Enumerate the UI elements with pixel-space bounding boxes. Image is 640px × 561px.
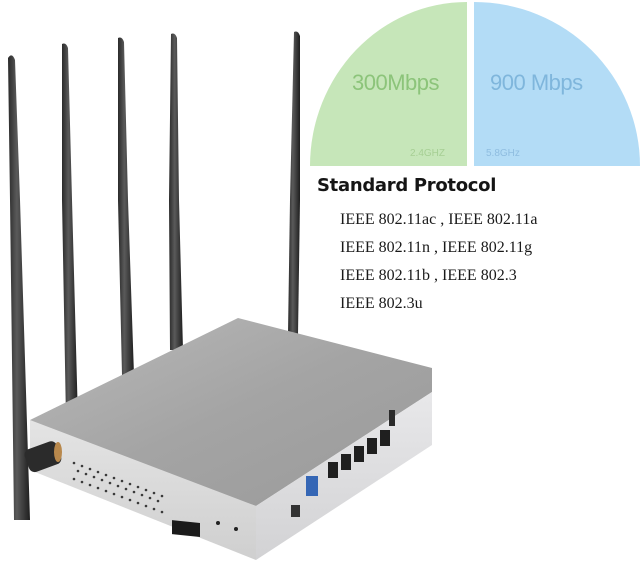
vent-grill [72, 461, 164, 514]
ethernet-port-icon [367, 438, 377, 454]
protocol-line: IEEE 802.11b , IEEE 802.3 [340, 267, 517, 284]
antenna-icon [118, 37, 134, 375]
reset-hole-icon [216, 521, 220, 525]
ethernet-port-icon [341, 454, 351, 470]
protocol-line: IEEE 802.11n , IEEE 802.11g [340, 239, 533, 256]
led-indicator-icon [234, 527, 238, 531]
band-label: 2.4GHZ [410, 148, 446, 159]
antenna-icon [8, 55, 62, 521]
antenna-icon [169, 33, 183, 350]
antenna-icon [288, 31, 300, 335]
ethernet-port-icon [380, 430, 390, 446]
band-label: 5.8GHz [486, 148, 520, 159]
lan-ports [328, 430, 390, 478]
micro-usb-port-icon [291, 505, 300, 517]
speed-value: 900 Mbps [490, 70, 583, 95]
ethernet-port-icon [354, 446, 364, 462]
speed-panel-5g: 900 Mbps 5.8GHz [474, 2, 640, 166]
usb-port-icon [172, 520, 200, 538]
usb3-port-icon [306, 476, 318, 496]
speed-panel-2g: 300Mbps 2.4GHZ [310, 2, 467, 166]
speed-value: 300Mbps [352, 70, 440, 95]
protocol-line: IEEE 802.3u [340, 295, 423, 312]
protocol-list: IEEE 802.11ac , IEEE 802.11a IEEE 802.11… [340, 206, 537, 318]
power-port-icon [389, 410, 395, 426]
ethernet-port-icon [328, 462, 338, 478]
protocol-line: IEEE 802.11ac , IEEE 802.11a [340, 211, 538, 228]
antenna-icon [62, 43, 78, 420]
protocol-title: Standard Protocol [317, 175, 497, 196]
